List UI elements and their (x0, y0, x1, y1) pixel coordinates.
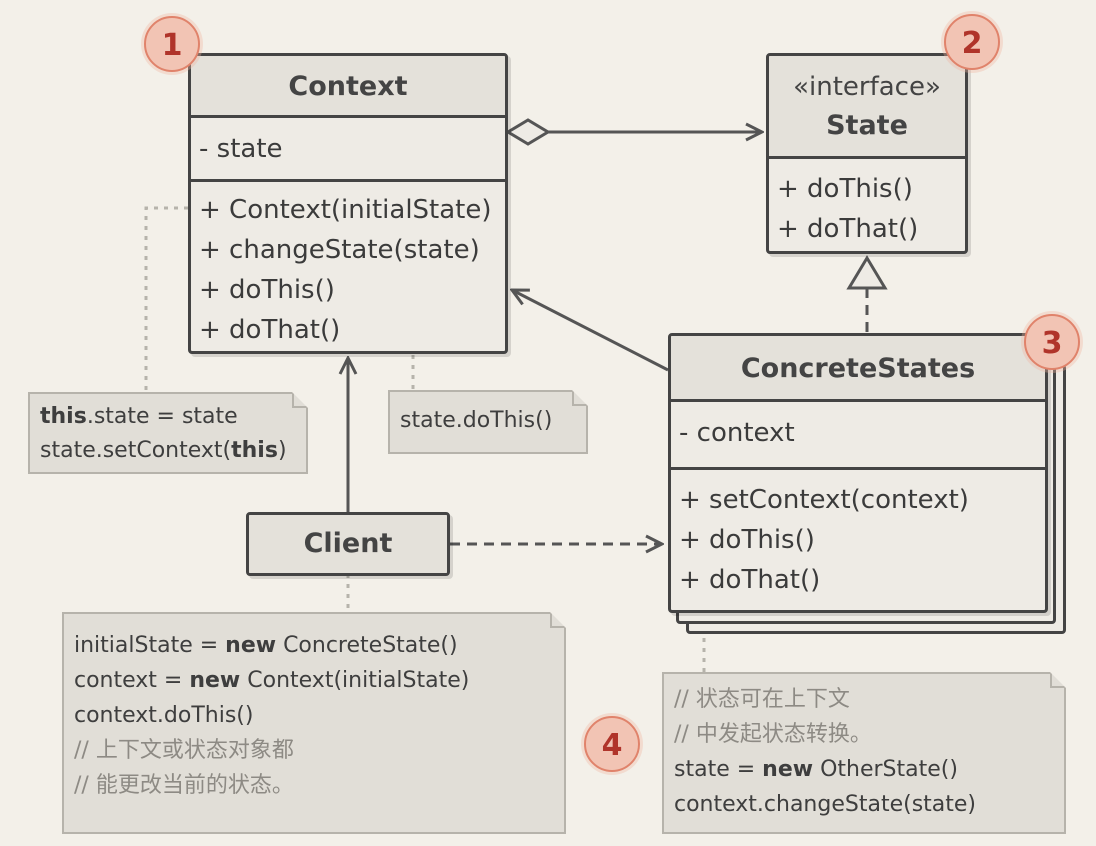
context-methods: + Context(initialState) + changeState(st… (191, 182, 505, 350)
client-class-name: Client (249, 515, 447, 573)
concrete-states-fields: - context (671, 402, 1045, 470)
note-dothis: state.doThis() (388, 390, 588, 454)
concrete-method-setcontext: + setContext(context) (679, 485, 969, 515)
concrete-states-name: ConcreteStates (671, 336, 1045, 402)
context-method-dothat: + doThat() (199, 315, 341, 345)
note-anchor-ctor (144, 206, 188, 392)
concrete-states-class: ConcreteStates - context + setContext(co… (668, 333, 1048, 613)
state-interface-header: «interface» State (769, 56, 965, 159)
context-method-dothis: + doThis() (199, 275, 335, 305)
interface-stereotype: «interface» (793, 72, 941, 102)
concrete-method-dothat: + doThat() (679, 565, 821, 595)
aggregation-connector (505, 118, 762, 146)
context-field-state: - state (199, 134, 283, 164)
state-interface-methods: + doThis() + doThat() (769, 159, 965, 249)
note-client: initialState = new ConcreteState() conte… (62, 612, 566, 834)
note-line: state.setContext(this) (40, 438, 287, 463)
note-concrete-states: // 状态可在上下文 // 中发起状态转换。 state = new Other… (662, 672, 1066, 834)
note-line: context = new Context(initialState) (74, 668, 470, 693)
context-fields: - state (191, 118, 505, 182)
note-comment: // 中发起状态转换。 (674, 722, 872, 747)
context-class: Context - state + Context(initialState) … (188, 53, 508, 354)
badge-1: 1 (144, 16, 200, 72)
note-line: state.doThis() (400, 408, 553, 433)
note-line: context.changeState(state) (674, 792, 977, 817)
context-method-changestate: + changeState(state) (199, 235, 480, 265)
note-line: context.doThis() (74, 703, 254, 728)
note-line: state = new OtherState() (674, 757, 958, 782)
note-comment: // 状态可在上下文 (674, 687, 850, 712)
concrete-method-dothis: + doThis() (679, 525, 815, 555)
badge-3: 3 (1024, 314, 1080, 370)
concrete-states-methods: + setContext(context) + doThis() + doTha… (671, 470, 1045, 600)
context-method-constructor: + Context(initialState) (199, 195, 492, 225)
badge-2: 2 (944, 14, 1000, 70)
badge-4: 4 (584, 716, 640, 772)
state-method-dothis: + doThis() (777, 174, 913, 204)
concrete-field-context: - context (679, 418, 795, 448)
state-interface-name: State (826, 110, 908, 141)
note-comment: // 能更改当前的状态。 (74, 773, 294, 798)
concrete-to-context-connector (512, 290, 669, 372)
state-interface: «interface» State + doThis() + doThat() (766, 53, 968, 254)
state-method-dothat: + doThat() (777, 214, 919, 244)
realization-connector (846, 255, 888, 332)
note-line: this.state = state (40, 404, 238, 429)
note-line: initialState = new ConcreteState() (74, 633, 458, 658)
context-class-name: Context (191, 56, 505, 118)
client-class: Client (246, 512, 450, 576)
note-context-constructor: this.state = state state.setContext(this… (28, 392, 308, 474)
note-comment: // 上下文或状态对象都 (74, 738, 294, 763)
